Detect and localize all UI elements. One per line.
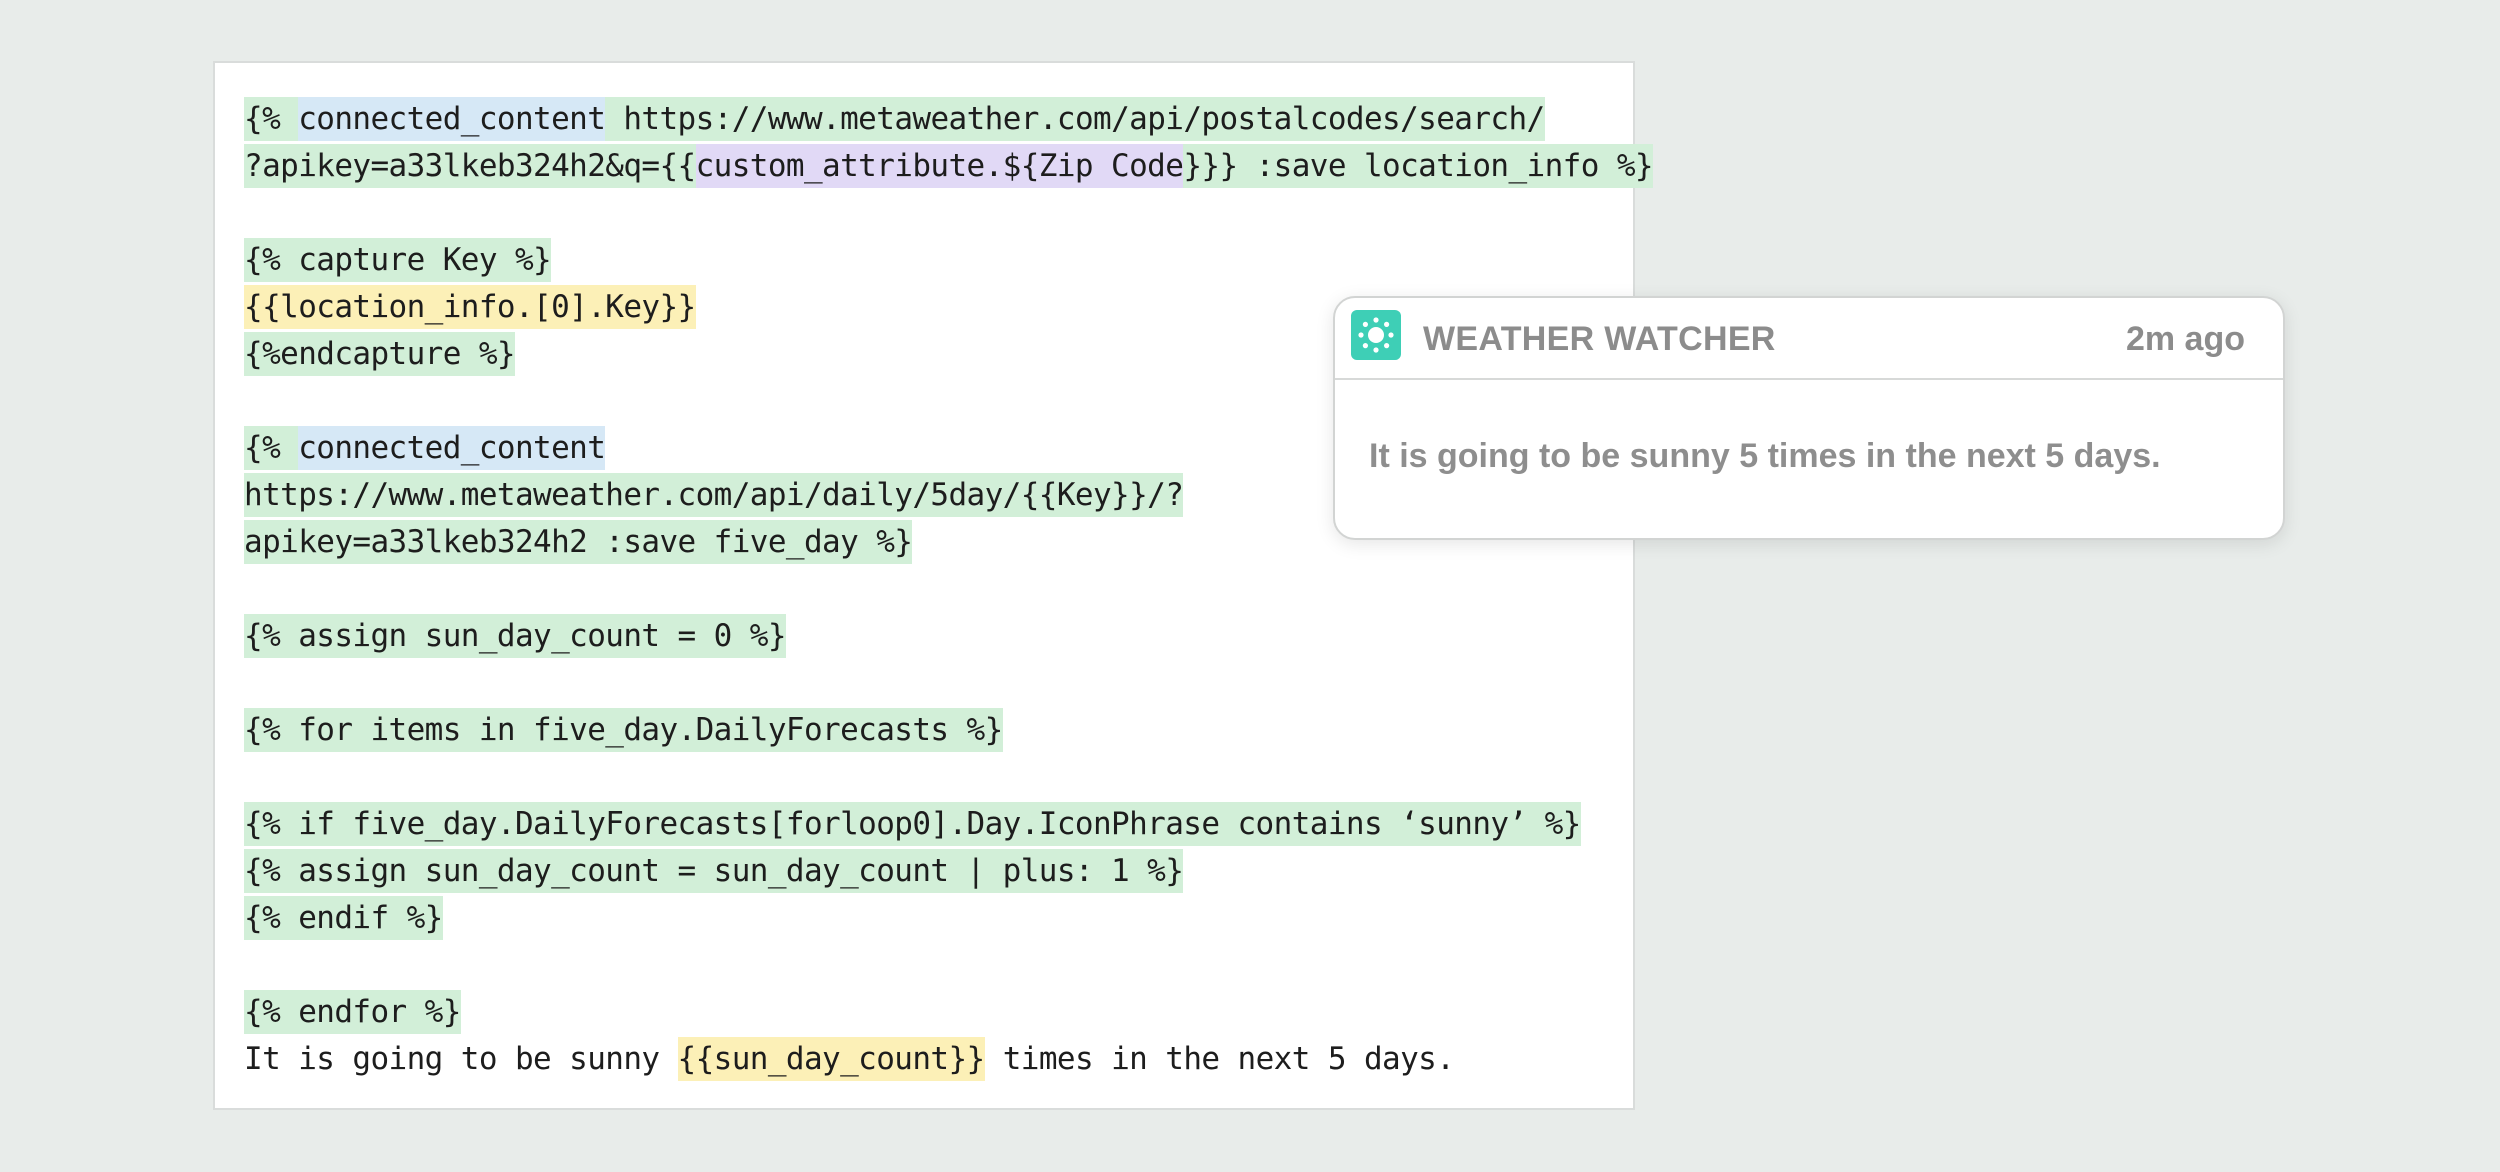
code-token-blue: connected_content [298,426,606,470]
code-text: times in the next 5 days. [984,1041,1455,1077]
code-text: It is going to be sunny [244,1041,678,1077]
code-line: It is going to be sunny {{sun_day_count}… [244,1036,1653,1083]
code-line: apikey=a33lkeb324h2 :save five_day %} [244,519,1653,566]
code-line: {% connected_content https://www.metawea… [244,96,1653,143]
code-line: {% if five_day.DailyForecasts[forloop0].… [244,801,1653,848]
code-blank-line [244,566,1653,613]
push-notification[interactable]: WEATHER WATCHER 2m ago It is going to be… [1333,296,2285,540]
code-panel: {% connected_content https://www.metawea… [213,61,1654,1110]
notification-message: It is going to be sunny 5 times in the n… [1369,437,2161,475]
code-line: {% assign sun_day_count = 0 %} [244,613,1653,660]
code-token-yellow: {{location_info.[0].Key}} [244,285,696,329]
code-token-green: {% assign sun_day_count = sun_day_count … [244,849,1184,893]
code-blank-line [244,942,1653,989]
code-line: {% assign sun_day_count = sun_day_count … [244,848,1653,895]
notification-app-name: WEATHER WATCHER [1423,320,1776,358]
code-token-blue: connected_content [298,97,606,141]
code-blank-line [244,754,1653,801]
code-line: https://www.metaweather.com/api/daily/5d… [244,472,1653,519]
sun-icon [1351,310,1401,360]
code-line: {%endcapture %} [244,331,1653,378]
code-line: {{location_info.[0].Key}} [244,284,1653,331]
code-token-green: {% if five_day.DailyForecasts[forloop0].… [244,802,1581,846]
code-token-green: {% endfor %} [244,990,461,1034]
liquid-code-block: {% connected_content https://www.metawea… [244,96,1654,1083]
code-token-green: {% for items in five_day.DailyForecasts … [244,708,1003,752]
code-line: ?apikey=a33lkeb324h2&q={{custom_attribut… [244,143,1654,190]
code-token-green: {% endif %} [244,896,443,940]
code-token-green: }}} :save location_info %} [1183,144,1654,188]
code-line: {% for items in five_day.DailyForecasts … [244,707,1653,754]
code-token-green: https://www.metaweather.com/api/postalco… [605,97,1545,141]
code-token-green: {% assign sun_day_count = 0 %} [244,614,787,658]
code-token-green: apikey=a33lkeb324h2 :save five_day %} [244,520,913,564]
code-line: {% capture Key %} [244,237,1653,284]
code-token-green: {%endcapture %} [244,332,516,376]
code-token-green: {% [244,426,299,470]
code-token-green: ?apikey=a33lkeb324h2&q={{ [244,144,696,188]
code-token-green: {% [244,97,299,141]
code-token-purple: custom_attribute.${Zip Code [695,144,1184,188]
notification-timestamp: 2m ago [2125,320,2245,358]
code-line: {% connected_content [244,425,1653,472]
notification-header: WEATHER WATCHER 2m ago [1335,298,2283,380]
code-blank-line [244,660,1653,707]
code-token-yellow: {{sun_day_count}} [677,1037,985,1081]
code-token-green: {% capture Key %} [244,238,552,282]
code-blank-line [244,190,1653,237]
code-token-green: https://www.metaweather.com/api/daily/5d… [244,473,1184,517]
code-line: {% endif %} [244,895,1653,942]
code-line: {% endfor %} [244,989,1653,1036]
